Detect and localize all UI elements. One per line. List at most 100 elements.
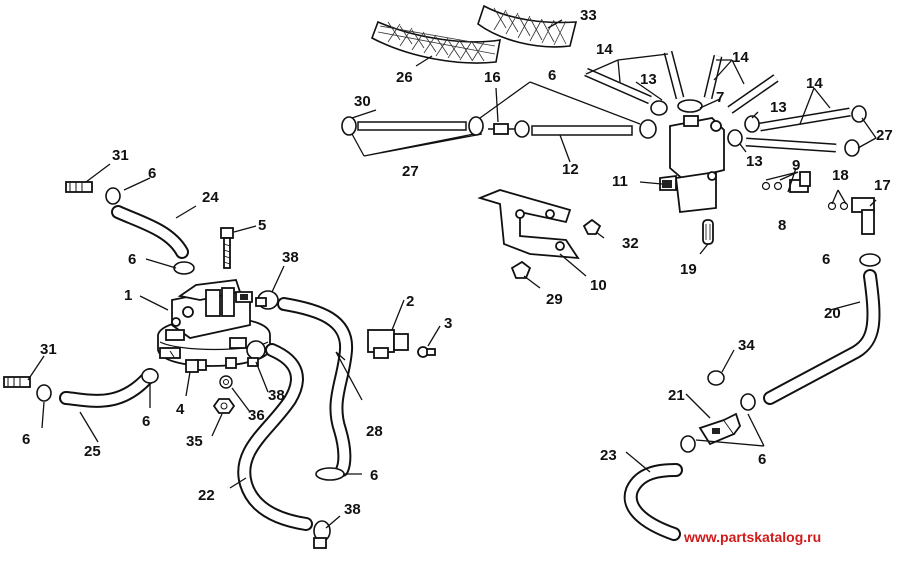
clamp-38-bottom <box>313 520 331 549</box>
callout-38-c: 38 <box>344 501 361 518</box>
tube-14-long-a <box>759 107 851 132</box>
tube-14-long-b <box>745 137 837 153</box>
callout-14-b: 14 <box>732 49 749 66</box>
clamp-13-right <box>744 115 760 133</box>
elbow-fitting-8 <box>789 171 811 193</box>
callout-13-b: 13 <box>770 99 787 116</box>
clamp-34 <box>707 370 725 386</box>
fitting-2 <box>367 329 409 359</box>
callout-11: 11 <box>612 173 628 190</box>
watermark-text: www.partskatalog.ru <box>683 529 821 545</box>
hose-24 <box>111 205 189 259</box>
elbow-fitting-17 <box>851 197 875 235</box>
nut-35 <box>212 398 236 414</box>
callout-31-b: 31 <box>40 341 57 358</box>
tube-14-upper-mid <box>663 50 685 100</box>
callout-25: 25 <box>84 443 101 460</box>
callout-38-b: 38 <box>268 387 285 404</box>
callout-6-f: 6 <box>548 67 556 84</box>
clamp-6-pump-top <box>173 261 195 275</box>
clamp-13-top-ring <box>677 99 703 113</box>
bracket-10 <box>477 189 580 260</box>
clamp-6-upper-left <box>105 187 121 205</box>
clamp-38-middle <box>246 340 266 367</box>
callout-2: 2 <box>406 293 414 310</box>
callout-38-a: 38 <box>282 249 299 266</box>
clamp-6-hose-20 <box>859 253 881 267</box>
callout-6-h: 6 <box>758 451 766 468</box>
callout-19: 19 <box>680 261 697 278</box>
callout-6-g: 6 <box>822 251 830 268</box>
callout-34: 34 <box>738 337 755 354</box>
callout-13-c: 13 <box>746 153 763 170</box>
callout-35: 35 <box>186 433 203 450</box>
hose-20 <box>763 269 881 405</box>
washer-36 <box>219 375 233 389</box>
callout-5: 5 <box>258 217 266 234</box>
clamp-38-upper <box>255 290 279 310</box>
screw-3 <box>417 346 436 358</box>
callout-32: 32 <box>622 235 639 252</box>
callout-13-a: 13 <box>640 71 657 88</box>
callout-23: 23 <box>600 447 617 464</box>
o-ring-9b <box>773 181 783 191</box>
screw-29 <box>510 260 532 279</box>
callout-labels: 1 2 3 4 5 6 6 6 6 6 6 6 6 7 8 9 10 11 12… <box>22 7 893 518</box>
callout-29: 29 <box>546 291 563 308</box>
callout-14-c: 14 <box>806 75 823 92</box>
clamp-6-connector-right <box>740 393 756 411</box>
callout-18: 18 <box>832 167 849 184</box>
callout-16: 16 <box>484 69 501 86</box>
hose-28 <box>277 297 354 477</box>
tube-12 <box>531 125 633 136</box>
callout-30: 30 <box>354 93 371 110</box>
callout-6-e: 6 <box>370 467 378 484</box>
clamp-6-connector-left <box>680 435 696 453</box>
callout-14-a: 14 <box>596 41 613 58</box>
clamp-6-pump-left <box>141 368 159 384</box>
callout-28: 28 <box>366 423 383 440</box>
hose-23 <box>623 463 683 541</box>
o-ring-18b <box>839 201 849 211</box>
clip-19 <box>702 219 714 245</box>
clamp-6-hose-28 <box>315 467 345 481</box>
clamp-13-lower <box>727 129 743 147</box>
braided-hose-33 <box>477 4 578 48</box>
braided-hose-26 <box>371 20 501 64</box>
fuel-filter-11 <box>659 115 725 213</box>
clamp-27-right-b <box>844 139 860 157</box>
tube-30 <box>357 121 467 131</box>
callout-22: 22 <box>198 487 215 504</box>
callout-24: 24 <box>202 189 219 206</box>
callout-21: 21 <box>668 387 685 404</box>
clamp-6-tube-12-left <box>514 120 530 138</box>
fitting-31-bottom <box>3 376 31 388</box>
clamp-27-left-a <box>341 116 357 136</box>
callout-3: 3 <box>444 315 452 332</box>
leader-lines <box>27 19 877 529</box>
callout-12: 12 <box>562 161 579 178</box>
callout-6-b: 6 <box>128 251 136 268</box>
callout-26: 26 <box>396 69 413 86</box>
callout-8: 8 <box>778 217 786 234</box>
callout-9: 9 <box>792 157 800 174</box>
callout-27-a: 27 <box>402 163 419 180</box>
clamp-27-left-b <box>468 116 484 136</box>
clamp-6-tube-12-right <box>639 119 657 139</box>
connector-16 <box>488 123 516 135</box>
fitting-31-top <box>65 181 93 193</box>
callout-6-d: 6 <box>142 413 150 430</box>
callout-4: 4 <box>176 401 185 418</box>
callout-6-c: 6 <box>22 431 30 448</box>
o-ring-9a <box>761 181 771 191</box>
nut-32 <box>582 218 602 235</box>
fitting-4 <box>185 359 199 373</box>
hose-25 <box>59 368 157 408</box>
clamp-6-lower-left <box>36 384 52 402</box>
callout-1: 1 <box>124 287 132 304</box>
bolt-5 <box>220 227 234 269</box>
fuel-pump-assembly <box>157 279 271 371</box>
callout-33: 33 <box>580 7 597 24</box>
callout-7: 7 <box>716 89 724 106</box>
